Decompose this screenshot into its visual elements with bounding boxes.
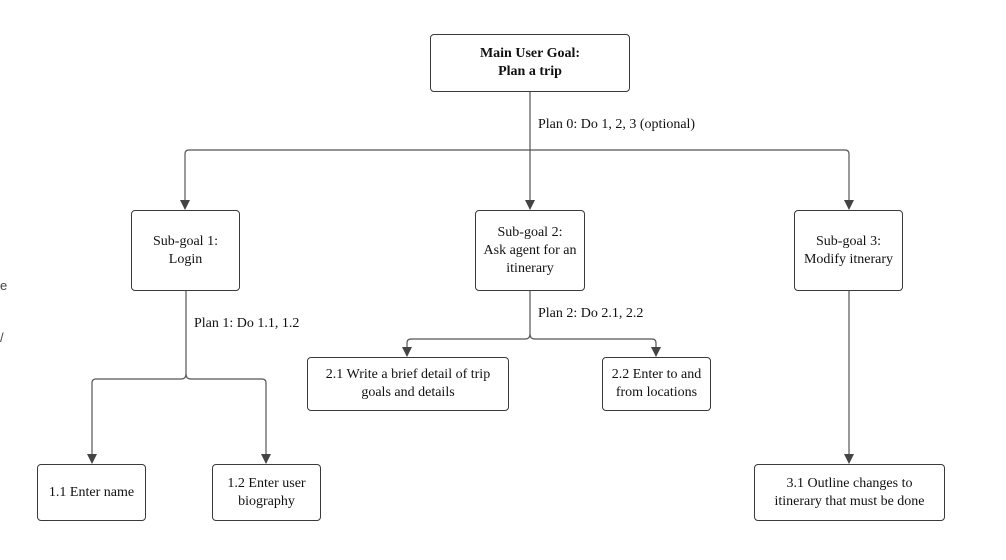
node-2-2: 2.2 Enter to and from locations	[602, 357, 711, 411]
node-sub-goal-3: Sub-goal 3: Modify itnerary	[794, 210, 903, 291]
node-3-1: 3.1 Outline changes to itinerary that mu…	[754, 464, 945, 521]
plan-2-label: Plan 2: Do 2.1, 2.2	[538, 306, 644, 321]
edge-main-branch	[184, 149, 190, 155]
node-1-1: 1.1 Enter name	[37, 464, 146, 521]
node-2-1: 2.1 Write a brief detail of trip goals a…	[307, 357, 509, 411]
node-sub-goal-1: Sub-goal 1: Login	[131, 210, 240, 291]
plan-0-label: Plan 0: Do 1, 2, 3 (optional)	[538, 117, 696, 132]
node-sub-goal-2: Sub-goal 2: Ask agent for an itinerary	[475, 210, 585, 291]
node-1-2: 1.2 Enter user biography	[212, 464, 321, 521]
plan-1-label: Plan 1: Do 1.1, 1.2	[194, 316, 300, 331]
node-main-goal: Main User Goal: Plan a trip	[430, 34, 630, 92]
edge-fragment-a: e	[0, 278, 8, 293]
edge-fragment-b: /	[0, 330, 4, 345]
